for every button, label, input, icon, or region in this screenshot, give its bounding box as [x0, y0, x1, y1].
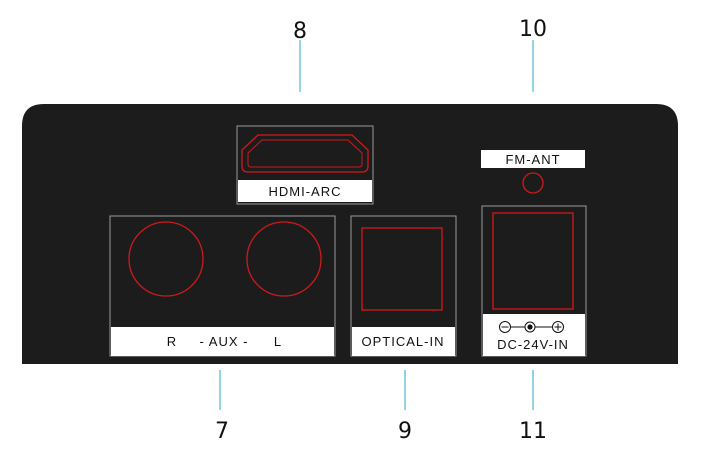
dc-label: DC-24V-IN — [497, 337, 569, 352]
fm-antenna-jack-icon[interactable] — [522, 172, 544, 194]
aux-mid-label: - AUX - — [200, 334, 249, 349]
aux-left-label: L — [274, 334, 282, 349]
aux-label-plate — [111, 327, 334, 356]
hdmi-port-outline-icon[interactable] — [241, 134, 369, 173]
aux-input-group: R - AUX - L — [109, 215, 336, 357]
optical-label: OPTICAL-IN — [362, 334, 445, 349]
hdmi-arc-port-group: HDMI-ARC — [236, 125, 374, 205]
fm-antenna-group: FM-ANT — [481, 150, 585, 194]
hdmi-label: HDMI-ARC — [269, 184, 342, 199]
aux-right-jack-icon[interactable] — [128, 221, 204, 297]
callout-7: 7 — [215, 419, 229, 444]
hdmi-port-inner-icon — [247, 139, 363, 168]
callout-9: 9 — [398, 419, 412, 444]
callout-10: 10 — [519, 17, 547, 42]
fm-label: FM-ANT — [505, 152, 560, 167]
callout-8: 8 — [293, 19, 307, 44]
dc-label-plate — [483, 314, 585, 356]
hdmi-label-plate — [238, 180, 372, 202]
optical-port-outline-icon[interactable] — [361, 227, 443, 311]
aux-left-jack-icon[interactable] — [246, 221, 322, 297]
dc-power-group: DC-24V-IN — [481, 205, 587, 357]
dc-power-jack-icon[interactable] — [492, 212, 574, 310]
callout-11: 11 — [519, 419, 547, 444]
aux-right-label: R — [167, 334, 177, 349]
optical-label-plate — [352, 327, 455, 356]
optical-input-group: OPTICAL-IN — [350, 215, 457, 357]
dc-polarity-symbol-icon — [499, 321, 564, 333]
fm-label-plate — [481, 150, 585, 168]
